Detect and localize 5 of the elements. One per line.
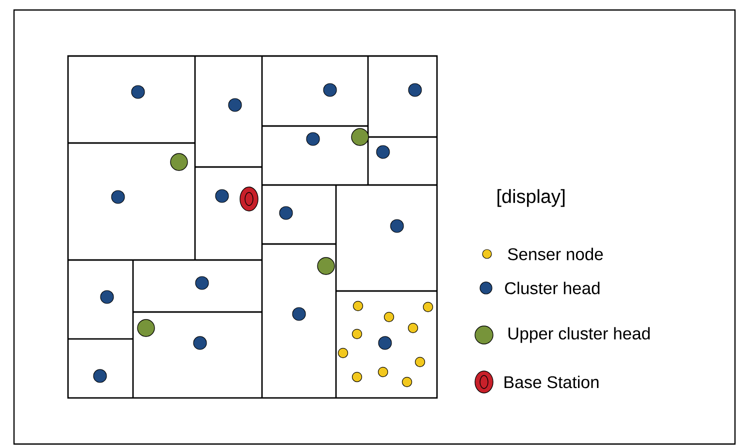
legend-title: [display] — [498, 189, 565, 207]
legend-label: Cluster head — [505, 282, 600, 294]
legend-label: Upper cluster head — [508, 327, 650, 343]
legend-label: Senser node — [508, 248, 603, 260]
legend-label: Base Station — [504, 376, 598, 388]
